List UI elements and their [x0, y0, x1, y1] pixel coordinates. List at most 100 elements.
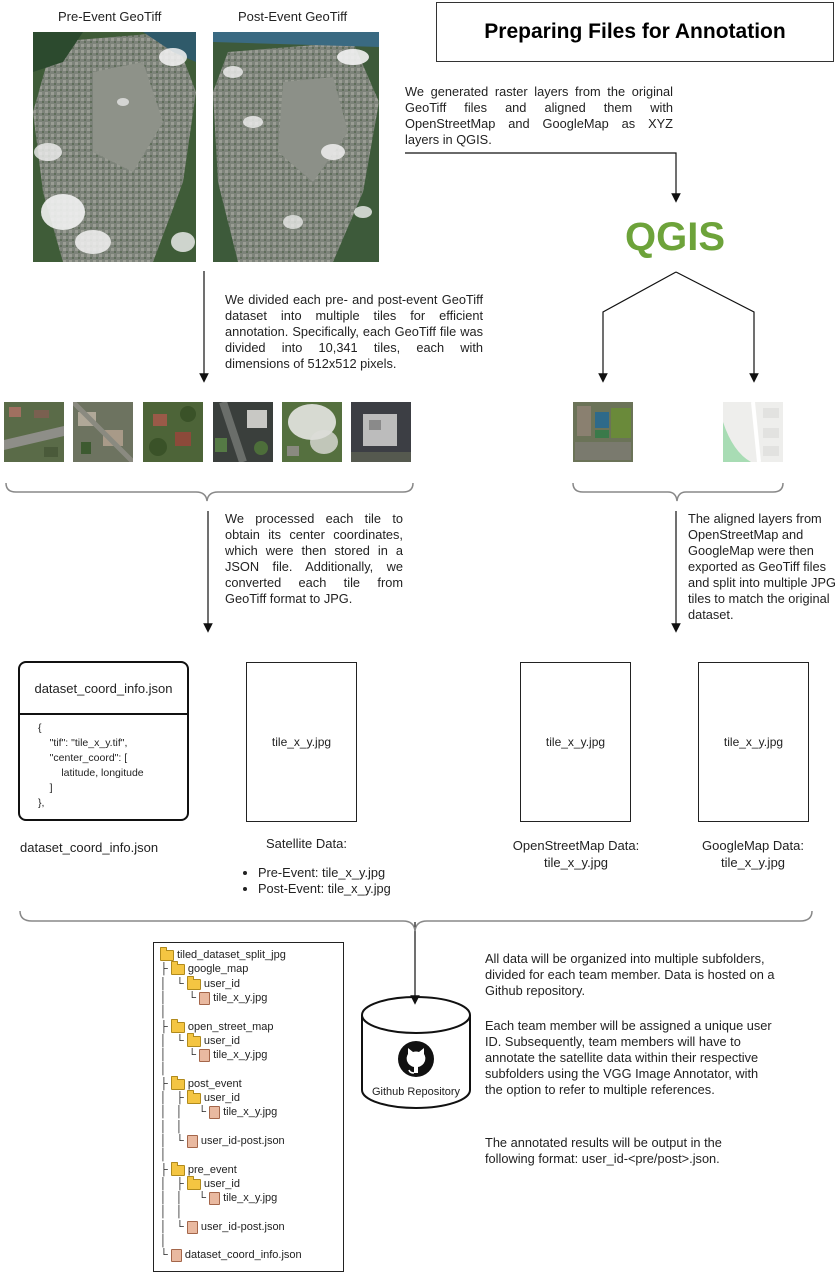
satellite-post-event-item: Post-Event: tile_x_y.jpg — [258, 881, 391, 897]
tree-item-label: google_map — [187, 963, 249, 976]
tree-branch: │ │ — [160, 1120, 183, 1133]
tree-branch: │ └ — [160, 1049, 200, 1062]
pre-event-geotiff-image — [33, 32, 196, 262]
json-card-caption: dataset_coord_info.json — [20, 840, 159, 855]
tree-item-label: user_id — [203, 977, 240, 990]
satellite-document-filename: tile_x_y.jpg — [271, 735, 332, 749]
tree-item-label: open_street_map — [187, 1020, 274, 1033]
satellite-pre-event-item: Pre-Event: tile_x_y.jpg — [258, 865, 391, 881]
tree-branch: │ └ — [160, 1134, 187, 1147]
post-event-geotiff-image — [213, 32, 379, 262]
tree-row: │ └ tile_x_y.jpg — [160, 1049, 268, 1063]
tree-item-label: tiled_dataset_split_jpg — [177, 949, 286, 961]
page-title: Preparing Files for Annotation — [436, 2, 834, 62]
satellite-data-document: tile_x_y.jpg — [246, 662, 357, 822]
tree-row: │ │ └ tile_x_y.jpg — [160, 1192, 278, 1206]
tree-row: ├ open_street_map — [160, 1018, 274, 1034]
osm-data-caption: OpenStreetMap Data: — [512, 838, 640, 853]
github-repository-cylinder: Github Repository — [360, 995, 472, 1110]
qgis-to-google-arrow — [675, 271, 759, 383]
folder-icon — [160, 947, 174, 961]
qgis-to-osm-arrow — [598, 271, 677, 383]
tree-branch: │ ├ — [160, 1177, 187, 1190]
tree-item-label: user_id-post.json — [200, 1134, 285, 1147]
tree-item-label: dataset_coord_info.json — [184, 1249, 302, 1262]
svg-text:QGIS: QGIS — [625, 215, 725, 258]
googlemap-data-document: tile_x_y.jpg — [698, 662, 809, 822]
tree-branch: │ ├ — [160, 1092, 187, 1104]
folder-icon — [186, 1090, 201, 1104]
satellite-tile-5 — [282, 402, 342, 462]
tree-branch: │ │ — [160, 1206, 183, 1219]
tree-branch: │ — [160, 1006, 167, 1019]
satellite-tile-4 — [213, 400, 273, 464]
openstreetmap-tile — [573, 402, 633, 462]
tree-branch: ├ — [160, 963, 171, 976]
file-icon — [199, 991, 211, 1005]
satellite-tile-3 — [143, 402, 203, 462]
tree-branch: │ — [160, 1063, 167, 1076]
tree-branch: │ — [160, 1235, 167, 1247]
tree-item-label: tile_x_y.jpg — [213, 991, 268, 1004]
tree-branch: │ └ — [160, 991, 200, 1004]
json-card-title: dataset_coord_info.json — [20, 663, 187, 715]
googlemap-tile — [723, 401, 783, 463]
tree-row: ├ post_event — [160, 1075, 242, 1091]
tree-branch: │ │ └ — [160, 1106, 210, 1119]
folder-icon — [186, 975, 201, 990]
tree-item-label: user_id — [203, 1092, 240, 1104]
file-icon — [209, 1106, 221, 1120]
qgis-logo: QGIS — [622, 212, 728, 259]
tree-item-label: post_event — [187, 1077, 242, 1090]
openstreetmap-data-document: tile_x_y.jpg — [520, 662, 631, 822]
tree-row: │ — [160, 1006, 167, 1019]
file-icon — [170, 1249, 182, 1263]
organization-text-3: The annotated results will be output in … — [485, 1135, 722, 1166]
tree-row: ├ pre_event — [160, 1161, 237, 1177]
tree-branch: ├ — [160, 1077, 171, 1090]
github-repository-label: Github Repository — [371, 1086, 461, 1098]
file-tree: tiled_dataset_split_jpg├ google_map│ └ u… — [153, 942, 344, 1272]
satellite-tiles-brace — [5, 482, 414, 502]
file-icon — [186, 1220, 198, 1234]
tree-branch: │ — [160, 1149, 167, 1162]
pre-event-geotiff-label: Pre-Event GeoTiff — [58, 9, 162, 24]
tree-row: │ — [160, 1235, 167, 1248]
folder-icon — [170, 1018, 185, 1033]
file-icon — [209, 1192, 221, 1206]
folder-icon — [186, 1175, 201, 1190]
tree-row: │ └ tile_x_y.jpg — [160, 991, 268, 1005]
folder-icon — [170, 1075, 185, 1090]
tree-item-label: tile_x_y.jpg — [223, 1106, 278, 1119]
github-icon — [398, 1041, 434, 1077]
tree-branch: │ └ — [160, 1220, 187, 1233]
tree-row: │ │ — [160, 1206, 183, 1219]
satellite-tile-6 — [351, 402, 411, 462]
tree-row: │ — [160, 1063, 167, 1076]
satellite-data-list: Pre-Event: tile_x_y.jpg Post-Event: tile… — [242, 865, 391, 897]
tree-branch: └ — [160, 1249, 171, 1262]
tree-row: │ │ — [160, 1121, 183, 1134]
tree-row: │ │ └ tile_x_y.jpg — [160, 1106, 278, 1120]
folder-icon — [170, 961, 185, 976]
process-tiles-text: We processed each tile to obtain its cen… — [225, 511, 403, 606]
folder-icon — [186, 1032, 201, 1047]
tree-branch: │ └ — [160, 977, 187, 990]
tree-item-label: tile_x_y.jpg — [213, 1049, 268, 1062]
file-icon — [199, 1049, 211, 1063]
tree-row: tiled_dataset_split_jpg — [160, 947, 286, 962]
file-icon — [186, 1134, 198, 1148]
tree-item-label: tile_x_y.jpg — [223, 1192, 278, 1205]
post-event-geotiff-label: Post-Event GeoTiff — [238, 9, 348, 24]
tree-item-label: user_id — [203, 1034, 240, 1047]
tree-row: └ dataset_coord_info.json — [160, 1249, 302, 1263]
folder-icon — [170, 1161, 185, 1176]
raster-to-qgis-arrow — [405, 152, 681, 203]
organization-text-1: All data will be organized into multiple… — [485, 951, 775, 998]
osm-data-filename: tile_x_y.jpg — [543, 855, 609, 870]
osm-document-filename: tile_x_y.jpg — [545, 735, 606, 749]
tree-branch: ├ — [160, 1163, 171, 1176]
organization-text-2: Each team member will be assigned a uniq… — [485, 1018, 772, 1097]
tree-row: ├ google_map — [160, 961, 249, 976]
